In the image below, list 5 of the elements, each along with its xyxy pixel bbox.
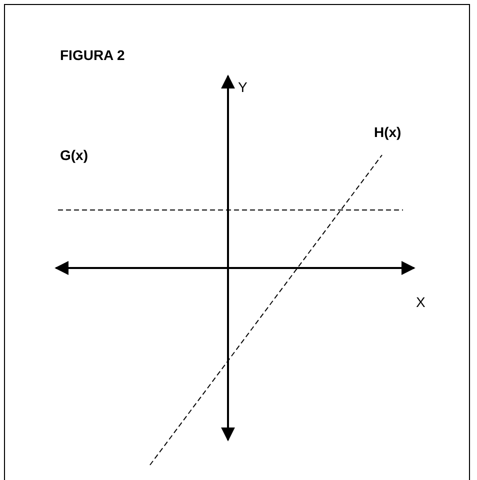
axis-label: X bbox=[416, 294, 426, 310]
figure-title: FIGURA 2 bbox=[60, 47, 125, 63]
function-label: H(x) bbox=[374, 124, 402, 140]
function-label: G(x) bbox=[60, 147, 88, 163]
axis-label: Y bbox=[238, 79, 248, 95]
